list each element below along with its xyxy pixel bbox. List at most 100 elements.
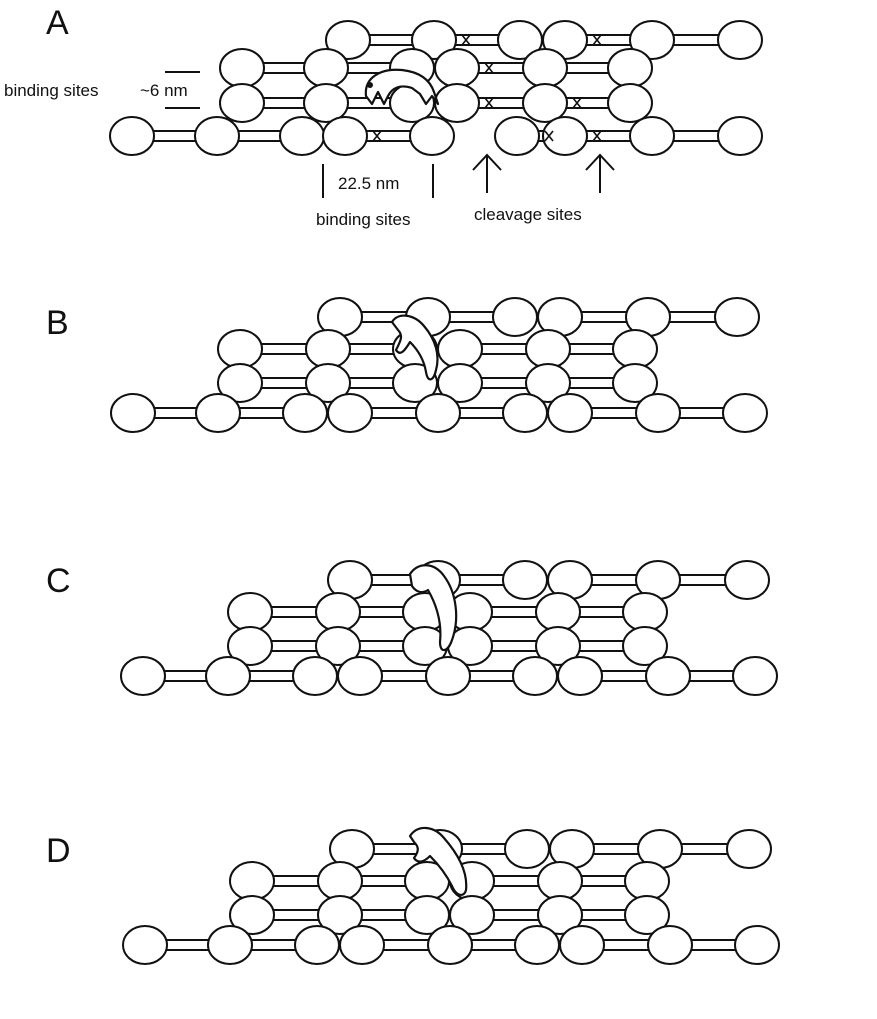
- bead: [437, 363, 483, 403]
- bead: [542, 116, 588, 156]
- rod: [567, 343, 616, 355]
- bead: [449, 895, 495, 935]
- rod: [359, 909, 408, 921]
- bead: [337, 656, 383, 696]
- bead: [512, 656, 558, 696]
- bead: [229, 895, 275, 935]
- bead: [411, 20, 457, 60]
- rod: [347, 343, 396, 355]
- rod: [271, 875, 321, 887]
- bead: [607, 83, 653, 123]
- bead: [122, 925, 168, 965]
- enzyme-b: [390, 314, 439, 381]
- rod: [589, 574, 639, 586]
- rod: [679, 843, 730, 855]
- molecule-row: [327, 560, 770, 600]
- molecule-row: [229, 861, 670, 901]
- rod: [564, 62, 611, 74]
- bead: [607, 48, 653, 88]
- panel-label-d: D: [46, 832, 71, 870]
- rod: [162, 670, 209, 682]
- bead: [522, 48, 568, 88]
- rod: [447, 311, 496, 323]
- bead: [194, 116, 240, 156]
- bead: [714, 297, 760, 337]
- bead: [724, 560, 770, 600]
- bead: [504, 829, 550, 869]
- rod: [564, 97, 611, 109]
- bead: [437, 329, 483, 369]
- cleavage-arrow-2: [585, 153, 615, 193]
- molecule-array-c: [120, 560, 778, 696]
- bead: [315, 592, 361, 632]
- bead: [294, 925, 340, 965]
- molecule-row: [120, 656, 778, 696]
- rod: [491, 875, 541, 887]
- rod: [489, 606, 539, 618]
- cleavage-site-marker: [592, 34, 602, 46]
- rod: [459, 843, 508, 855]
- rod: [347, 377, 396, 389]
- bead: [219, 83, 265, 123]
- bead: [514, 925, 560, 965]
- bead: [322, 116, 368, 156]
- panel-label-c: C: [46, 562, 71, 600]
- cleavage-site-marker: [372, 130, 382, 142]
- rod: [367, 34, 415, 46]
- rod: [584, 130, 633, 142]
- bead: [327, 393, 373, 433]
- bead: [537, 861, 583, 901]
- cleavage-label: cleavage sites: [474, 205, 582, 224]
- rod: [579, 875, 628, 887]
- bead: [217, 363, 263, 403]
- rod: [453, 34, 501, 46]
- bead: [339, 925, 385, 965]
- bead: [110, 393, 156, 433]
- bead: [219, 48, 265, 88]
- bead: [120, 656, 166, 696]
- bead: [325, 20, 371, 60]
- rod: [259, 377, 309, 389]
- bead: [734, 925, 780, 965]
- rod: [371, 843, 421, 855]
- bead: [305, 363, 351, 403]
- bead: [525, 329, 571, 369]
- rod: [589, 407, 639, 419]
- bead: [227, 592, 273, 632]
- bead: [305, 329, 351, 369]
- rod: [261, 97, 307, 109]
- bead: [559, 925, 605, 965]
- rod: [671, 130, 721, 142]
- rod: [357, 640, 406, 652]
- bead: [647, 925, 693, 965]
- rod: [467, 670, 516, 682]
- bead: [229, 861, 275, 901]
- bead: [303, 48, 349, 88]
- rod: [599, 670, 649, 682]
- rod: [584, 34, 633, 46]
- rod: [601, 939, 651, 951]
- lateral-spacing-annotation: binding sites ~6 nm: [4, 71, 200, 109]
- bead: [502, 393, 548, 433]
- molecule-row: [329, 829, 772, 869]
- bead: [624, 895, 670, 935]
- bead: [547, 393, 593, 433]
- molecule-row: [109, 116, 763, 156]
- axial-spacing-annotation: 22.5 nm binding sites: [316, 164, 434, 229]
- rod: [479, 343, 529, 355]
- rod: [364, 130, 413, 142]
- molecule-array-b: [110, 297, 768, 433]
- rod: [379, 670, 429, 682]
- bead: [522, 83, 568, 123]
- cleavage-site-marker: [484, 97, 494, 109]
- cleavage-site-marker: [461, 34, 471, 46]
- cleavage-site-marker: [572, 97, 582, 109]
- bead: [537, 895, 583, 935]
- bead: [535, 626, 581, 666]
- rod: [381, 939, 431, 951]
- rod: [457, 407, 506, 419]
- bead: [279, 116, 325, 156]
- bead: [207, 925, 253, 965]
- cleavage-annotation: cleavage sites: [472, 153, 615, 224]
